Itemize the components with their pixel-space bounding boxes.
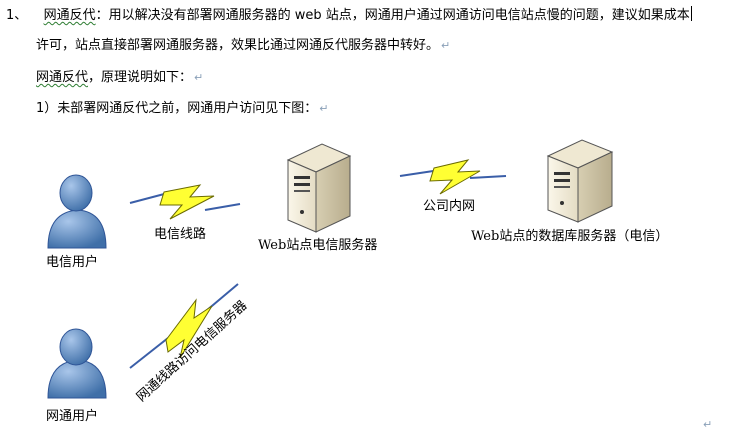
paragraph-2-text: 许可，站点直接部署网通服务器，效果比通过网通反代服务器中转好。: [36, 38, 440, 53]
database-server-icon: [546, 139, 614, 223]
paragraph-mark: ↵: [194, 71, 204, 84]
paragraph-3: 网通反代，原理说明如下：↵: [36, 70, 203, 86]
paragraph-1-body: ：用以解决没有部署网通服务器的 web 站点，网通用户通过网通访问电信站点慢的问…: [95, 8, 690, 23]
intranet-bolt-icon: [399, 159, 507, 195]
text-cursor: [690, 6, 692, 21]
telecom-user-icon: [47, 174, 107, 249]
telecom-line-label: 电信线路: [154, 227, 207, 242]
paragraph-2: 许可，站点直接部署网通服务器，效果比通过网通反代服务器中转好。↵: [36, 38, 450, 54]
list-number: 1、: [6, 8, 28, 23]
web-server-label: Web站点电信服务器: [258, 238, 378, 253]
web-server-icon: [286, 143, 352, 233]
db-server-label: Web站点的数据库服务器（电信）: [471, 229, 669, 244]
term-netcom-proxy-2: 网通反代: [36, 70, 89, 85]
paragraph-3-text: ，原理说明如下：: [88, 70, 193, 85]
netcom-user-label: 网通用户: [46, 409, 99, 424]
telecom-user-label: 电信用户: [46, 255, 99, 270]
paragraph-mark: ↵: [441, 39, 451, 52]
paragraph-4: 1）未部署网通反代之前，网通用户访问见下图：↵: [36, 101, 329, 117]
end-paragraph-mark: ↵: [703, 418, 712, 431]
netcom-user-icon: [47, 328, 107, 399]
telecom-line-bolt-icon: [129, 184, 241, 220]
term-netcom-proxy: 网通反代: [43, 8, 96, 23]
intranet-label: 公司内网: [423, 199, 476, 214]
paragraph-4-text: 1）未部署网通反代之前，网通用户访问见下图：: [36, 101, 318, 116]
paragraph-1: 1、 网通反代：用以解决没有部署网通服务器的 web 站点，网通用户通过网通访问…: [6, 6, 692, 24]
netcom-access-bolt-icon: [129, 283, 239, 369]
paragraph-mark: ↵: [319, 102, 329, 115]
